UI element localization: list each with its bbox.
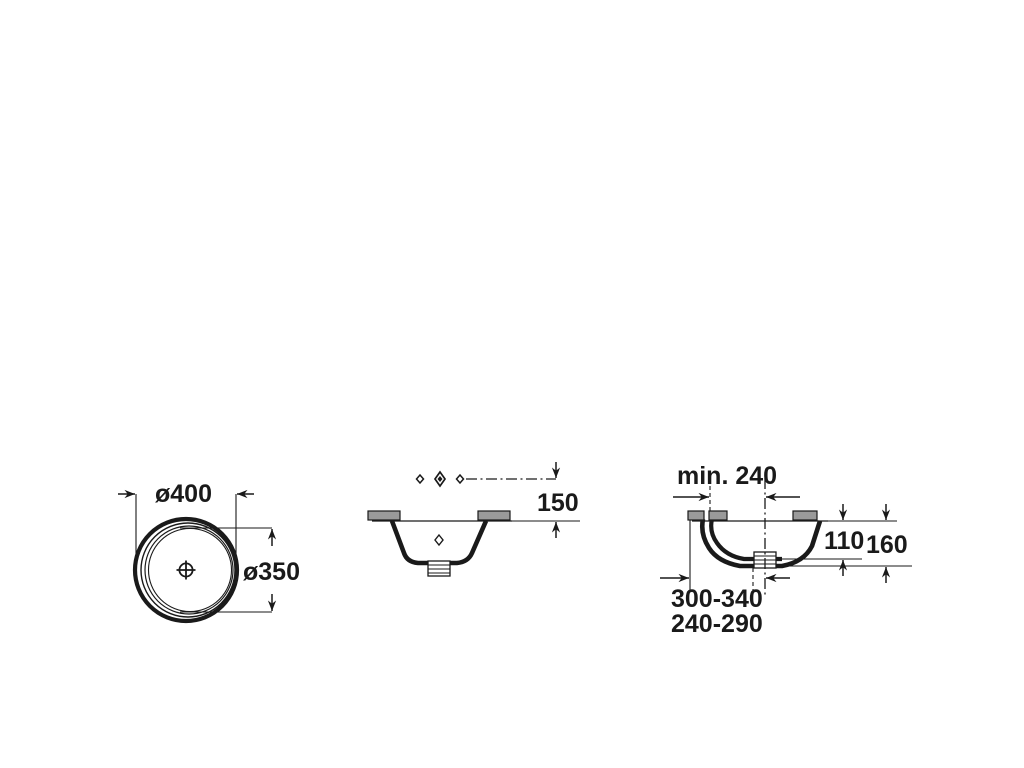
dimension-dia-400: ø400 xyxy=(118,480,254,578)
dimension-height-150: 150 xyxy=(512,462,580,538)
front-drain-outlet xyxy=(427,560,451,577)
dia400-label: ø400 xyxy=(155,480,212,508)
front-counter-flange-left xyxy=(367,510,401,521)
dimension-height-110: 110 xyxy=(782,504,897,576)
side-counter-flange-left-inner xyxy=(708,510,728,521)
dimension-depth-ranges: 300-340 240-290 xyxy=(660,520,790,638)
min240-label: min. 240 xyxy=(677,462,777,490)
side-basin-outer-profile xyxy=(699,518,823,569)
drain-crosshair-icon xyxy=(176,560,196,580)
side-counter-flange-right xyxy=(792,510,818,521)
side-section-view: min. 240 110 160 xyxy=(660,462,912,638)
front-tap-hole-markers xyxy=(415,470,465,488)
h110-label: 110 xyxy=(824,527,864,555)
front-overflow-marker-icon xyxy=(434,533,444,547)
side-basin-inner-profile xyxy=(709,518,782,562)
basin-rim-inner-circle-2 xyxy=(144,525,234,615)
depth-300-340-label: 300-340 xyxy=(671,585,763,613)
basin-outer-rim-circle xyxy=(132,516,240,624)
plan-view: ø400 ø350 xyxy=(118,480,300,624)
dia350-label: ø350 xyxy=(243,558,300,586)
tap-hole-marker-right-icon xyxy=(455,473,465,485)
h150-label: 150 xyxy=(537,489,579,517)
dimension-min-240: min. 240 xyxy=(673,462,800,512)
tap-hole-marker-center-icon xyxy=(433,470,447,488)
front-section-view: 150 xyxy=(367,462,580,577)
depth-240-290-label: 240-290 xyxy=(671,610,763,638)
dimension-height-160: 160 xyxy=(782,504,912,583)
dimension-dia-350: ø350 xyxy=(180,527,300,613)
h160-label: 160 xyxy=(866,531,908,559)
tap-hole-marker-left-icon xyxy=(415,473,425,485)
side-counter-flange-left-outer xyxy=(687,510,705,521)
front-counter-flange-right xyxy=(477,510,511,521)
